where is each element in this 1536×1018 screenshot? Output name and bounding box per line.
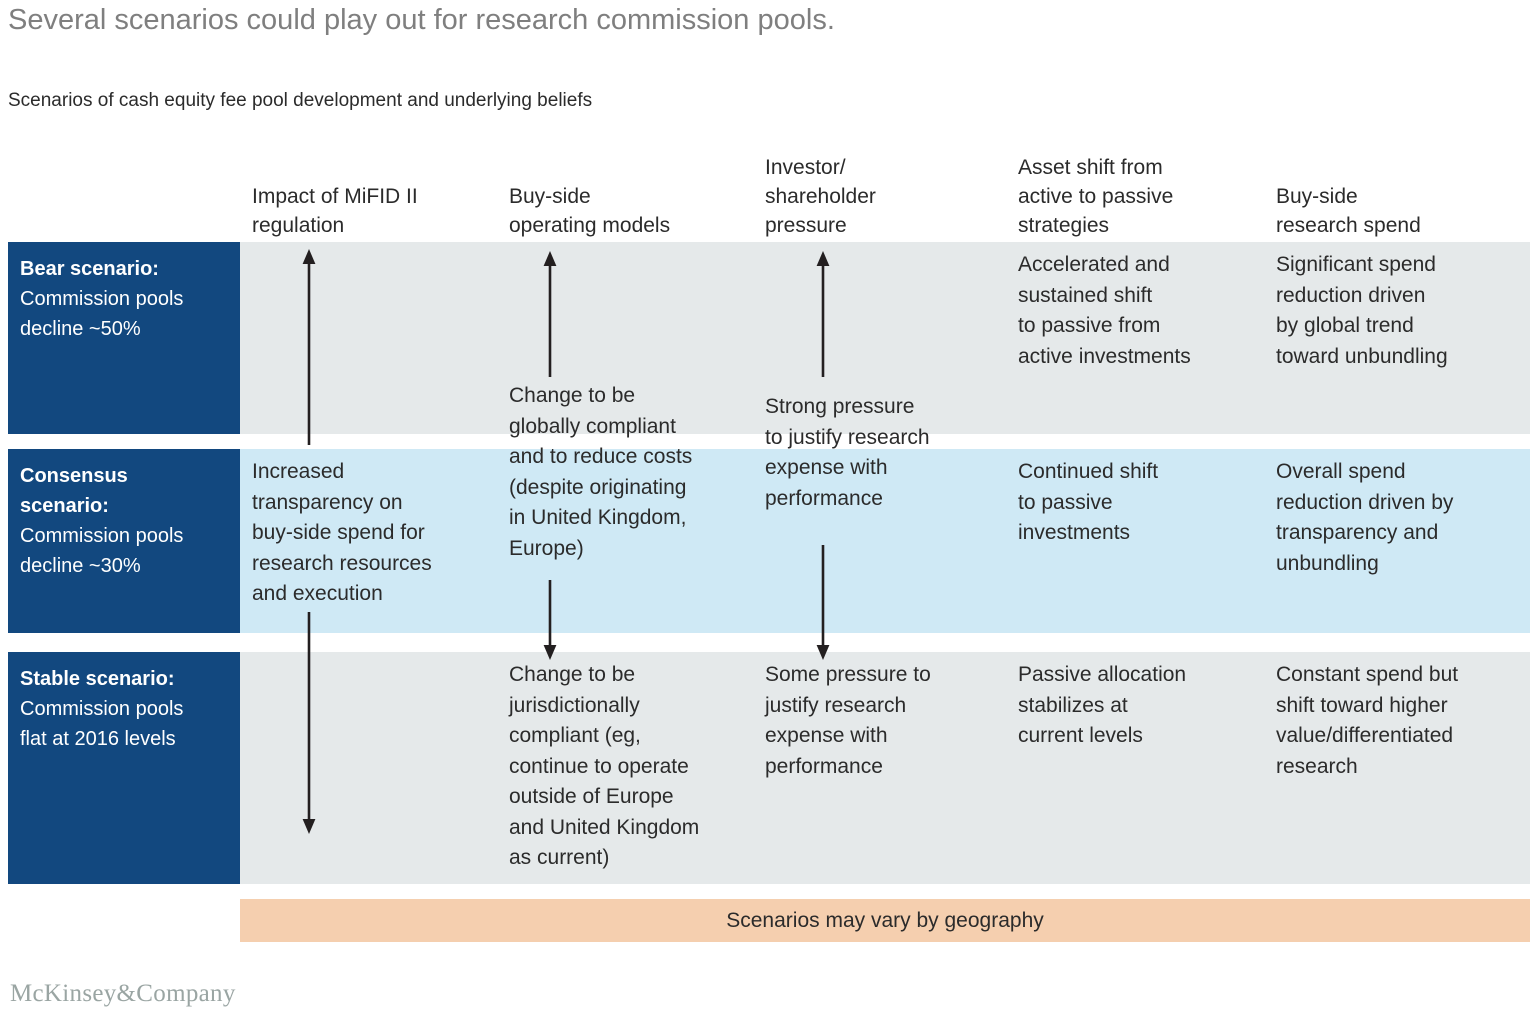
row-label-bear: Bear scenario: Commission pools decline … — [8, 242, 240, 434]
cell-consensus-investor-pressure: Strong pressure to justify research expe… — [765, 395, 930, 510]
row-label-consensus-title: Consensus scenario: — [20, 465, 128, 517]
column-header-buyside-models: Buy-side operating models — [509, 185, 671, 237]
cell-stable-research-spend: Constant spend but shift toward higher v… — [1276, 663, 1459, 778]
row-label-stable: Stable scenario: Commission pools flat a… — [8, 652, 240, 884]
cell-stable-buyside-models: Change to be jurisdictionally compliant … — [509, 663, 700, 869]
page-title: Several scenarios could play out for res… — [8, 4, 835, 36]
row-label-stable-subtitle: Commission pools flat at 2016 levels — [20, 698, 184, 750]
footer-banner-label: Scenarios may vary by geography — [726, 908, 1044, 932]
cell-consensus-asset-shift: Continued shift to passive investments — [1018, 460, 1159, 544]
row-label-consensus: Consensus scenario: Commission pools dec… — [8, 449, 240, 633]
row-label-consensus-subtitle: Commission pools decline ~30% — [20, 525, 184, 577]
arrow-down-buyside-models-icon — [539, 580, 561, 660]
mckinsey-logo: McKinsey&Company — [10, 980, 236, 1007]
arrow-down-mifid-icon — [298, 612, 320, 834]
cell-stable-asset-shift: Passive allocation stabilizes at current… — [1018, 663, 1187, 747]
column-header-investor-pressure: Investor/ shareholder pressure — [765, 156, 876, 237]
cell-consensus-research-spend: Overall spend reduction driven by transp… — [1276, 460, 1454, 575]
arrow-up-buyside-models-icon — [539, 251, 561, 377]
arrow-down-investor-pressure-icon — [812, 545, 834, 660]
footer-banner: Scenarios may vary by geography — [240, 899, 1530, 942]
row-band-consensus — [240, 449, 1530, 633]
row-band-stable — [240, 652, 1530, 884]
cell-bear-asset-shift: Accelerated and sustained shift to passi… — [1018, 253, 1191, 368]
row-label-bear-subtitle: Commission pools decline ~50% — [20, 288, 184, 340]
arrow-up-investor-pressure-icon — [812, 251, 834, 377]
column-header-asset-shift: Asset shift from active to passive strat… — [1018, 156, 1174, 237]
row-band-bear — [240, 242, 1530, 434]
column-header-research-spend: Buy-side research spend — [1276, 185, 1421, 237]
cell-bear-research-spend: Significant spend reduction driven by gl… — [1276, 253, 1448, 368]
row-label-bear-title: Bear scenario: — [20, 258, 159, 280]
arrow-up-mifid-icon — [298, 249, 320, 445]
cell-consensus-mifid: Increased transparency on buy-side spend… — [252, 460, 432, 605]
cell-consensus-buyside-models: Change to be globally compliant and to r… — [509, 384, 693, 560]
column-header-mifid: Impact of MiFID II regulation — [252, 185, 418, 237]
column-header-row: Impact of MiFID II regulation Buy-side o… — [0, 140, 1536, 240]
row-label-stable-title: Stable scenario: — [20, 668, 175, 690]
page-subtitle: Scenarios of cash equity fee pool develo… — [8, 90, 593, 111]
cell-stable-investor-pressure: Some pressure to justify research expens… — [765, 663, 931, 778]
